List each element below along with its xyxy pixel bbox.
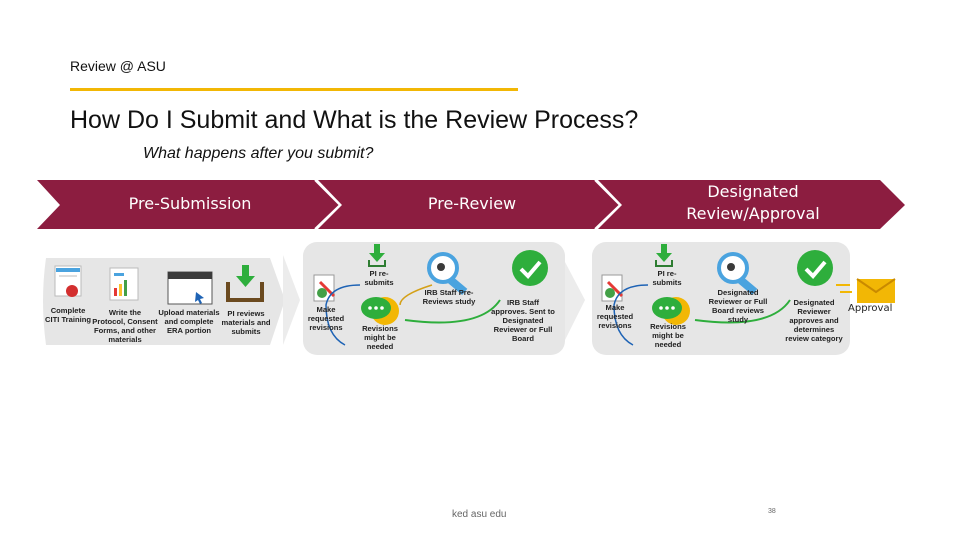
step-caption: Write the Protocol, Consent Forms, and o… [92, 308, 158, 344]
page-subtitle: What happens after you submit? [143, 145, 374, 162]
document-edit-icon [601, 274, 624, 302]
step-caption: IRB Staff Pre-Reviews study [422, 288, 476, 306]
page-number: 38 [768, 508, 776, 515]
phase-chevron-designated [598, 180, 905, 229]
panel-arrow-1 [283, 255, 300, 345]
step-caption: PI reviews materials and submits [221, 309, 271, 336]
step-caption: IRB Staff approves. Sent to Designated R… [491, 298, 555, 343]
curve-arrow-green-2 [694, 299, 791, 324]
phase-label-designated: Designated Review/Approval [686, 182, 820, 223]
step-caption: PI re-submits [364, 269, 394, 287]
chat-bubble-icon [361, 297, 399, 325]
phase-chevron-prereview [318, 180, 620, 229]
step-caption: Upload materials and complete ERA portio… [158, 308, 220, 335]
step-caption: Make requested revisions [307, 305, 345, 332]
panel-arrow-2 [565, 262, 585, 340]
step-caption: Complete CITI Training [45, 306, 91, 324]
phase-label-presubmission: Pre-Submission [128, 194, 252, 213]
download-icon [655, 244, 673, 267]
download-icon [368, 244, 386, 267]
panel-designated [592, 242, 850, 355]
certificate-icon [54, 265, 82, 297]
document-edit-icon [313, 274, 336, 302]
curve-arrow-blue-2 [613, 284, 649, 346]
step-caption: Designated Reviewer or Full Board review… [708, 288, 768, 324]
step-caption: Revisions might be needed [362, 324, 398, 351]
chat-bubble-icon [652, 297, 690, 325]
upload-window-icon [167, 271, 213, 305]
curve-arrow-green-1 [404, 299, 501, 324]
curve-arrow-blue-1 [325, 284, 361, 346]
panel-presubmission [43, 258, 285, 345]
checkmark-icon [512, 250, 548, 286]
footer-url: ked asu edu [452, 509, 507, 520]
submit-tray-icon [226, 265, 264, 302]
step-caption: Make requested revisions [596, 303, 634, 330]
curve-arrow-gold-1 [399, 284, 433, 306]
magnifier-eye-icon [427, 252, 468, 295]
magnifier-eye-icon [717, 252, 758, 295]
panel-prereview [303, 242, 565, 355]
checkmark-icon [797, 250, 833, 286]
header-label: Review @ ASU [70, 58, 166, 74]
phase-label-prereview: Pre-Review [427, 194, 517, 213]
page-title: How Do I Submit and What is the Review P… [70, 106, 639, 134]
document-chart-icon [109, 267, 139, 301]
step-caption: Revisions might be needed [650, 322, 686, 349]
envelope-icon [836, 278, 896, 303]
step-caption: Designated Reviewer approves and determi… [785, 298, 843, 343]
step-caption: PI re-submits [652, 269, 682, 287]
approval-label: Approval [848, 303, 893, 314]
phase-chevron-presubmission [37, 180, 340, 229]
gold-divider [70, 88, 518, 91]
